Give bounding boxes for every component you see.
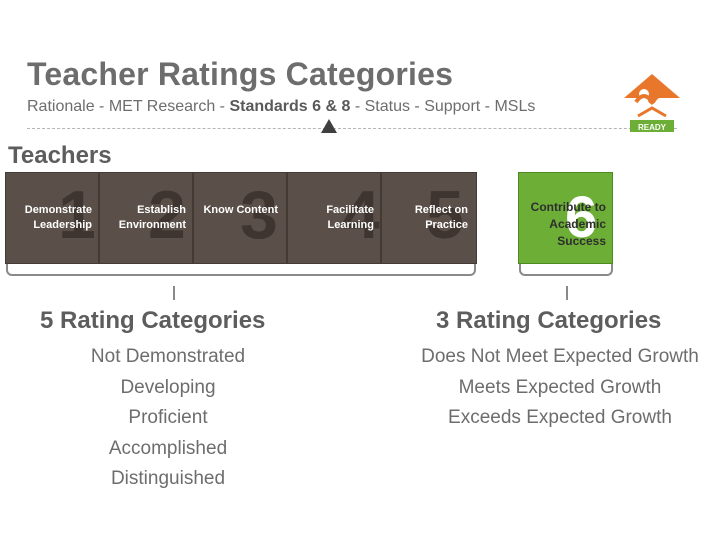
standard-number: 3 bbox=[240, 177, 278, 253]
rating-item: Developing bbox=[120, 376, 216, 398]
nav-separator: - bbox=[215, 98, 230, 115]
current-section-pointer bbox=[321, 119, 337, 133]
ready-logo: READY bbox=[624, 74, 680, 132]
nav-item-msls[interactable]: MSLs bbox=[494, 98, 536, 115]
header-divider bbox=[27, 128, 677, 129]
right-group-brace bbox=[519, 264, 613, 276]
standard-number: 1 bbox=[58, 177, 96, 253]
standard-label: Contribute to Academic Success bbox=[530, 200, 606, 248]
nav-separator: - bbox=[480, 98, 495, 115]
standard-label: Facilitate Learning bbox=[326, 204, 374, 231]
right-rating-list: Does Not Meet Expected Growth Meets Expe… bbox=[404, 342, 716, 434]
nav-item-rationale[interactable]: Rationale bbox=[27, 98, 95, 115]
nav-separator: - bbox=[350, 98, 365, 115]
rating-item: Distinguished bbox=[110, 468, 226, 489]
standard-1-tile[interactable]: 1 Demonstrate Leadership bbox=[6, 173, 100, 263]
logo-text: READY bbox=[638, 123, 667, 132]
nav-item-support[interactable]: Support bbox=[424, 98, 481, 115]
nav-separator: - bbox=[409, 98, 425, 115]
rating-item: Accomplished bbox=[108, 437, 228, 459]
nav-item-status[interactable]: Status bbox=[364, 98, 410, 115]
standard-2-tile[interactable]: 2 Establish Environment bbox=[100, 173, 194, 263]
left-brace-stem bbox=[173, 286, 175, 300]
section-navigation: Rationale - MET Research - Standards 6 &… bbox=[27, 98, 535, 116]
standard-label: Demonstrate Leadership bbox=[24, 204, 92, 231]
standard-number: 6 bbox=[565, 185, 598, 250]
section-label-teachers: Teachers bbox=[8, 142, 112, 169]
right-group-heading: 3 Rating Categories bbox=[436, 307, 662, 334]
left-rating-list: Not Demonstrated Developing Proficient A… bbox=[40, 342, 296, 495]
nav-item-met-research[interactable]: MET Research bbox=[108, 98, 216, 115]
standard-number: 4 bbox=[342, 177, 380, 253]
standard-5-tile[interactable]: 5 Reflect on Practice bbox=[382, 173, 476, 263]
standard-number: 2 bbox=[148, 177, 186, 253]
nav-separator: - bbox=[94, 98, 109, 115]
standard-3-tile[interactable]: 3 Know Content bbox=[194, 173, 288, 263]
standard-4-tile[interactable]: 4 Facilitate Learning bbox=[288, 173, 382, 263]
left-group-brace bbox=[6, 264, 476, 276]
standard-label: Know Content bbox=[203, 204, 278, 216]
standard-label: Establish Environment bbox=[118, 204, 186, 231]
right-brace-stem bbox=[566, 286, 568, 300]
page-title: Teacher Ratings Categories bbox=[27, 56, 454, 92]
rating-item: Not Demonstrated bbox=[90, 346, 246, 367]
standards-1-5-strip: 1 Demonstrate Leadership 2 Establish Env… bbox=[5, 172, 477, 264]
left-group-heading: 5 Rating Categories bbox=[40, 307, 266, 334]
standard-number: 5 bbox=[426, 177, 464, 253]
standard-6-tile[interactable]: 6 Contribute to Academic Success bbox=[518, 172, 613, 264]
standard-label: Reflect on Practice bbox=[414, 204, 468, 231]
rating-item: Meets Expected Growth bbox=[458, 376, 662, 398]
rating-item: Proficient bbox=[128, 407, 208, 428]
nav-item-standards-6-8[interactable]: Standards 6 & 8 bbox=[229, 98, 351, 115]
rating-item: Does Not Meet Expected Growth bbox=[421, 346, 699, 367]
rating-item: Exceeds Expected Growth bbox=[448, 407, 672, 428]
